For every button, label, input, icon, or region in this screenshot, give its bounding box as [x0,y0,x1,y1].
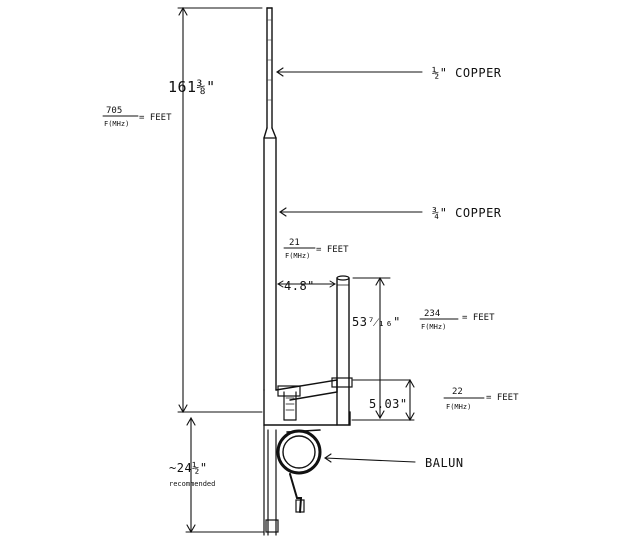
formula-234-rhs: = FEET [462,313,495,323]
spacing-label: 4.8" [284,279,315,293]
half-copper-label: ½" COPPER [432,66,502,80]
stub-height-dimension [352,276,411,420]
formula-22-rhs: = FEET [486,393,519,403]
spacing-dimension [277,280,336,288]
formula-21-rhs: = FEET [316,245,349,255]
formula-705-den: F(MHz) [104,120,129,128]
bottom-length-dimension [185,416,265,534]
formula-705-num: 705 [106,106,122,116]
formula-705-rhs: = FEET [139,113,172,123]
matching-stub [336,275,350,426]
formula-234-num: 234 [424,309,440,319]
formula-22: 22 F(MHz) = FEET [443,387,519,411]
offset-dimension [351,378,415,422]
formula-234: 234 F(MHz) = FEET [419,309,495,331]
three-quarter-copper-arrow [279,207,423,217]
half-copper-arrow [276,67,423,77]
offset-label: 5.03" [369,397,408,411]
balun-coil [276,429,322,513]
formula-22-num: 22 [452,387,463,397]
formula-705: 705 F(MHz) = FEET [102,106,172,128]
height-dimension [177,6,263,414]
stub-height-label: 53⁷⁄₁₆" [352,315,401,329]
balun-arrow [324,453,416,463]
formula-21-den: F(MHz) [285,252,310,260]
reducer-coupling [263,127,277,139]
mast-base [263,389,351,536]
half-inch-copper-section [266,7,273,129]
formula-21: 21 F(MHz) = FEET [283,238,349,260]
height-total-label: 161⅜" [168,78,216,96]
bottom-length-label: ~24½" [169,461,208,475]
gamma-bracket [275,377,353,421]
balun-label: BALUN [425,456,464,470]
bottom-note-label: recommended [169,480,215,488]
formula-22-den: F(MHz) [446,403,471,411]
three-quarter-copper-label: ¾" COPPER [432,206,502,220]
three-quarter-inch-copper-section [263,137,277,391]
formula-234-den: F(MHz) [421,323,446,331]
formula-21-num: 21 [289,238,300,248]
